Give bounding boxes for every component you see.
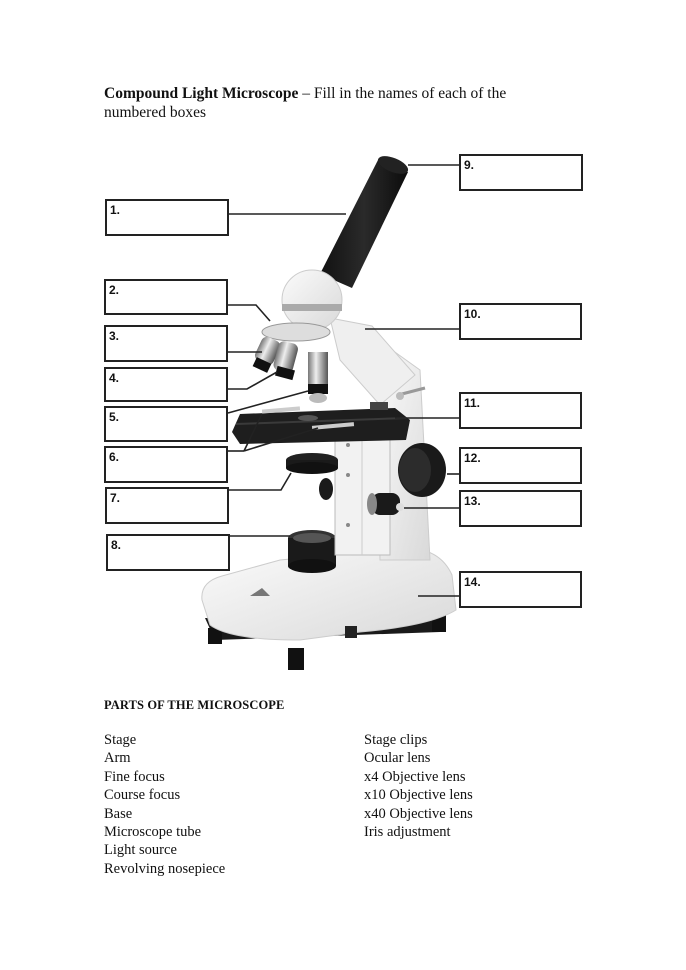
box-number: 13.: [464, 494, 481, 508]
parts-list-right: Stage clips Ocular lens x4 Objective len…: [364, 731, 473, 841]
part-item: Arm: [104, 750, 131, 767]
label-box-5[interactable]: 5.: [104, 406, 228, 442]
label-box-4[interactable]: 4.: [104, 367, 228, 402]
part-item: Stage: [104, 732, 137, 748]
box-number: 12.: [464, 451, 481, 465]
part-item: Microscope tube: [104, 824, 202, 841]
box-number: 2.: [109, 283, 120, 297]
box-number: 3.: [109, 329, 120, 343]
parts-list-left: Stage Arm Fine focus Course focus Base M…: [104, 731, 225, 878]
box-number: 6.: [109, 450, 120, 464]
label-box-6[interactable]: 6.: [104, 446, 228, 483]
box-number: 10.: [464, 307, 481, 321]
label-box-13[interactable]: 13.: [459, 490, 582, 527]
part-item: Revolving nosepiece: [104, 860, 226, 877]
box-number: 5.: [109, 410, 120, 424]
box-number: 9.: [464, 158, 475, 172]
label-box-12[interactable]: 12.: [459, 447, 582, 484]
box-number: 11.: [464, 396, 481, 410]
part-item: x40 Objective lens: [364, 805, 473, 822]
part-item: Base: [104, 805, 133, 822]
label-box-10[interactable]: 10.: [459, 303, 582, 340]
label-box-2[interactable]: 2.: [104, 279, 228, 315]
box-number: 4.: [109, 371, 120, 385]
parts-heading: PARTS OF THE MICROSCOPE: [104, 698, 285, 712]
box-number: 7.: [110, 491, 121, 505]
part-item: Stage clips: [364, 732, 428, 748]
worksheet-title: Compound Light Microscope – Fill in the …: [104, 84, 544, 122]
part-item: Light source: [104, 842, 177, 859]
label-box-11[interactable]: 11.: [459, 392, 582, 429]
microscope-base: [201, 547, 457, 670]
label-box-7[interactable]: 7.: [105, 487, 229, 524]
box-number: 8.: [111, 538, 122, 552]
part-item: x10 Objective lens: [364, 787, 473, 804]
part-item: Fine focus: [104, 768, 165, 785]
label-box-9[interactable]: 9.: [459, 154, 583, 191]
part-item: Iris adjustment: [364, 824, 451, 841]
box-number: 14.: [464, 575, 481, 589]
part-item: x4 Objective lens: [364, 768, 466, 785]
part-item: Course focus: [104, 787, 181, 804]
leader-lines: [227, 164, 459, 597]
label-box-14[interactable]: 14.: [459, 571, 582, 608]
microscope-diagram: [201, 156, 459, 670]
box-number: 1.: [110, 203, 121, 217]
title-instructions: – Fill in the names of each of the numbe…: [104, 85, 507, 121]
label-box-1[interactable]: 1.: [105, 199, 229, 236]
label-box-8[interactable]: 8.: [106, 534, 230, 571]
part-item: Ocular lens: [364, 750, 431, 767]
title-bold: Compound Light Microscope: [104, 85, 299, 102]
label-box-3[interactable]: 3.: [104, 325, 228, 362]
